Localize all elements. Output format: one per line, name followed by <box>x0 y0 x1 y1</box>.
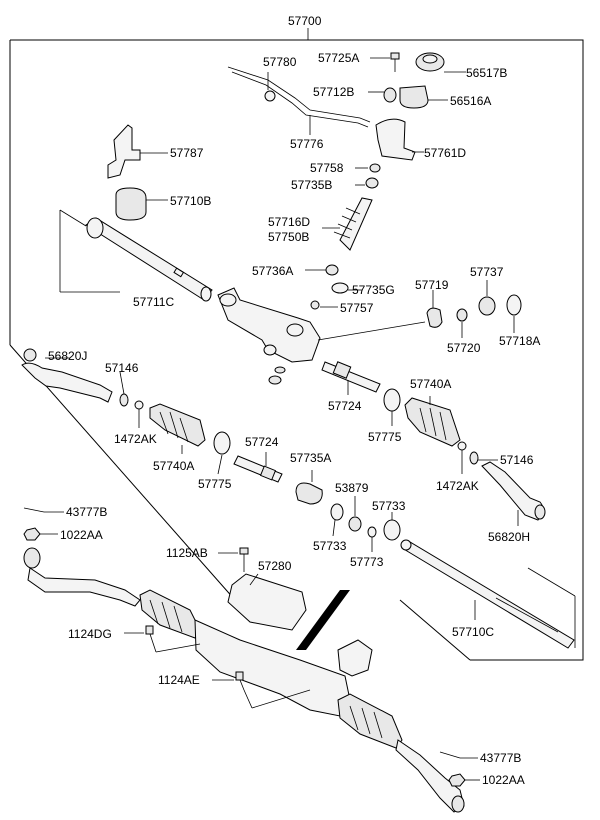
part-label-56820H: 56820H <box>488 530 530 544</box>
part-57740A-boot-right <box>404 396 461 447</box>
part-label-56517B: 56517B <box>466 66 507 80</box>
part-1124DG-bolt <box>124 625 201 653</box>
part-label-1124AE: 1124AE <box>158 673 200 687</box>
part-label-57736A: 57736A <box>252 264 293 278</box>
part-57740A-boot-left <box>149 403 206 454</box>
part-label-57716D: 57716D <box>268 215 310 229</box>
part-label-57758: 57758 <box>310 161 344 175</box>
part-57710C-rack-bar <box>400 539 576 649</box>
part-56516A-seal <box>399 85 448 109</box>
part-57775-clamp-left <box>213 431 231 475</box>
part-57736A-ring <box>305 264 339 276</box>
part-57146-nut-right <box>469 451 498 465</box>
part-57724-inner-rod-right <box>321 361 381 395</box>
part-label-57146-right: 57146 <box>500 453 534 467</box>
part-label-1472AK-left: 1472AK <box>114 432 157 446</box>
part-57733-ring-left <box>330 503 344 537</box>
part-1472AK-clip-right <box>457 441 467 474</box>
part-label-57757: 57757 <box>340 301 374 315</box>
part-label-57735G: 57735G <box>352 283 395 297</box>
part-label-1022AA-lower: 1022AA <box>482 773 525 787</box>
part-label-43777B-upper: 43777B <box>66 505 107 519</box>
part-57146-nut-left <box>119 371 129 407</box>
part-label-57711C: 57711C <box>133 295 174 309</box>
part-57735G-seal <box>331 282 362 294</box>
part-57725A-bolt <box>370 52 400 72</box>
part-label-1125AB: 1125AB <box>166 546 208 560</box>
part-label-56820J: 56820J <box>48 349 87 363</box>
part-rack-housing <box>217 287 426 385</box>
part-label-57740A-left: 57740A <box>153 459 194 473</box>
part-label-57740A-right: 57740A <box>410 377 451 391</box>
part-label-1472AK-right: 1472AK <box>436 479 479 493</box>
part-57735B-seal <box>355 177 379 189</box>
part-57780-line-bracket <box>227 66 371 128</box>
part-label-57761D: 57761D <box>424 146 466 160</box>
part-label-57775-right: 57775 <box>368 430 402 444</box>
part-57773-ring <box>367 526 377 552</box>
part-steering-gear-assembly <box>23 547 465 813</box>
part-label-57737: 57737 <box>470 265 504 279</box>
part-label-57280: 57280 <box>258 559 292 573</box>
part-label-57733-right: 57733 <box>372 499 406 513</box>
part-label-57712B: 57712B <box>313 85 354 99</box>
part-57716D-pinion <box>322 197 373 251</box>
part-label-57787: 57787 <box>170 146 204 160</box>
part-label-57710B: 57710B <box>170 194 211 208</box>
part-label-57735A: 57735A <box>290 451 331 465</box>
part-57735A-seal <box>295 470 323 505</box>
part-57775-clamp-right <box>383 388 401 426</box>
part-label-57780: 57780 <box>263 55 297 69</box>
part-56820J-tie-rod-end <box>21 348 113 403</box>
part-label-57720: 57720 <box>447 341 481 355</box>
part-57710B-bushing <box>115 187 168 221</box>
part-57718A-ring <box>506 294 522 333</box>
part-label-57710C: 57710C <box>452 625 494 639</box>
part-57724-inner-rod-left <box>233 452 283 483</box>
part-57720-ring <box>456 308 468 338</box>
part-label-57719: 57719 <box>415 278 449 292</box>
part-1022AA-nut-upper <box>23 527 58 541</box>
part-1124AE-bolt <box>212 671 311 709</box>
part-label-57718A: 57718A <box>499 334 540 348</box>
assembly-frame <box>9 28 584 661</box>
part-57758-ring <box>355 163 381 173</box>
part-label-57750B: 57750B <box>268 230 309 244</box>
part-43777B-pin-lower <box>439 751 478 759</box>
part-label-57733-left: 57733 <box>313 539 347 553</box>
part-label-57773: 57773 <box>350 555 384 569</box>
part-label-56516A: 56516A <box>450 94 491 108</box>
part-57733-ring-right <box>383 512 401 541</box>
part-57719-bushing <box>426 290 443 328</box>
part-1472AK-clip-left <box>134 400 144 428</box>
part-label-43777B-lower: 43777B <box>480 751 521 765</box>
part-56820H-tie-rod-end <box>481 461 546 526</box>
part-label-57775-left: 57775 <box>198 477 232 491</box>
part-56517B-cap <box>415 52 466 73</box>
part-57761D-valve-housing <box>375 118 424 161</box>
part-57737-bushing <box>478 280 496 316</box>
part-label-1124DG: 1124DG <box>68 627 112 641</box>
part-label-57146-left: 57146 <box>105 361 139 375</box>
part-label-57724-left: 57724 <box>245 435 279 449</box>
part-label-53879: 53879 <box>335 481 369 495</box>
part-label-57735B: 57735B <box>291 178 332 192</box>
part-label-57776: 57776 <box>290 137 324 151</box>
part-53879-ring <box>348 496 362 532</box>
part-57757-ring <box>310 300 338 310</box>
part-57787-clamp <box>107 124 168 179</box>
part-label-57700: 57700 <box>288 14 322 28</box>
part-43777B-pin-upper <box>23 507 64 513</box>
part-label-57725A: 57725A <box>318 51 359 65</box>
part-57712B-grommet <box>368 87 397 103</box>
part-57280-heat-shield <box>227 573 307 631</box>
part-label-57724-upper: 57724 <box>328 399 362 413</box>
part-label-1022AA-upper: 1022AA <box>60 528 103 542</box>
part-1125AB-bolt <box>218 547 249 572</box>
part-1022AA-nut-lower <box>448 773 480 787</box>
part-57711C-tube <box>59 209 213 302</box>
